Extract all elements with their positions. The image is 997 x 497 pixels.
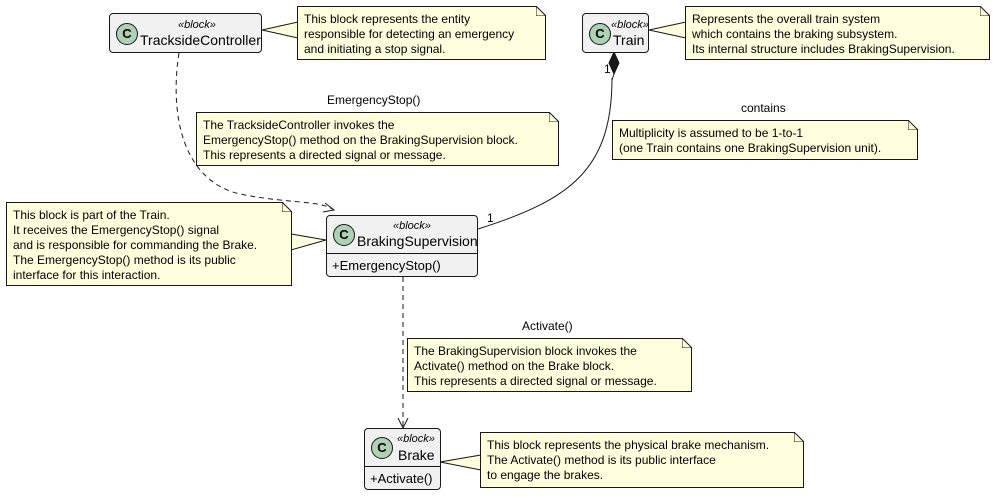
multiplicity-braking: 1 xyxy=(487,211,494,225)
edge-label-contains: contains xyxy=(741,101,786,115)
multiplicity-train: 1 xyxy=(604,62,611,76)
note-line: The BrakingSupervision block invokes the xyxy=(414,344,637,358)
note-line: This block represents the entity xyxy=(304,12,471,26)
note-fold xyxy=(282,202,292,212)
note-line: and is responsible for commanding the Br… xyxy=(13,238,258,252)
note-line: This represents a directed signal or mes… xyxy=(414,374,657,388)
note-line: Represents the overall train system xyxy=(692,12,881,26)
note-line: which contains the braking subsystem. xyxy=(692,27,898,41)
note-line: to engage the brakes. xyxy=(487,468,604,482)
note-emergencystop: The TracksideController invokes the Emer… xyxy=(196,112,559,166)
class-name: Brake xyxy=(398,447,435,463)
class-brake[interactable]: C «block» Brake +Activate() xyxy=(364,428,441,490)
note-line: The TracksideController invokes the xyxy=(203,118,395,132)
class-icon: C xyxy=(589,23,611,45)
note-trackside: This block represents the entity respons… xyxy=(297,6,546,60)
note-fold xyxy=(794,432,804,442)
class-icon: C xyxy=(371,437,393,459)
note-anchor-trackside xyxy=(261,21,299,39)
class-braking-supervision[interactable]: C «block» BrakingSupervision +EmergencyS… xyxy=(326,215,478,277)
note-train: Represents the overall train system whic… xyxy=(685,6,990,60)
note-line: Multiplicity is assumed to be 1-to-1 xyxy=(619,126,804,140)
class-divider xyxy=(327,253,477,254)
note-anchor-train xyxy=(648,21,687,39)
class-name: Train xyxy=(613,32,645,48)
class-stereotype: «block» xyxy=(611,19,649,31)
edge-composition xyxy=(477,77,613,230)
edge-label-emergencystop: EmergencyStop() xyxy=(327,93,421,107)
note-activate: The BrakingSupervision block invokes the… xyxy=(407,338,692,392)
class-member: +EmergencyStop() xyxy=(332,258,441,273)
note-line: Its internal structure includes BrakingS… xyxy=(692,42,955,56)
note-line: It receives the EmergencyStop() signal xyxy=(13,223,220,237)
note-line: The Activate() method is its public inte… xyxy=(487,453,716,467)
edge-emergencystop xyxy=(175,52,335,211)
class-divider xyxy=(365,466,440,467)
class-stereotype: «block» xyxy=(393,220,431,232)
note-line: interface for this interaction. xyxy=(13,268,161,282)
note-fold xyxy=(549,112,559,122)
class-trackside-controller[interactable]: C «block» TracksideController xyxy=(109,13,262,53)
note-line: (one Train contains one BrakingSupervisi… xyxy=(619,141,882,155)
note-line: This block is part of the Train. xyxy=(13,208,170,222)
class-icon: C xyxy=(116,23,138,45)
note-line: Activate() method on the Brake block. xyxy=(414,359,615,373)
class-stereotype: «block» xyxy=(397,433,435,445)
class-stereotype: «block» xyxy=(178,19,216,31)
class-name: TracksideController xyxy=(140,32,261,48)
class-icon: C xyxy=(333,224,355,246)
note-line: EmergencyStop() method on the BrakingSup… xyxy=(203,133,518,147)
note-fold xyxy=(536,6,546,16)
note-fold xyxy=(682,338,692,348)
class-member: +Activate() xyxy=(370,471,433,486)
note-line: This block represents the physical brake… xyxy=(487,438,770,452)
edge-label-activate: Activate() xyxy=(522,319,573,333)
note-line: and initiating a stop signal. xyxy=(304,42,446,56)
edge-composition-stem xyxy=(611,73,615,81)
note-line: responsible for detecting an emergency xyxy=(304,27,515,41)
class-train[interactable]: C «block» Train xyxy=(582,13,649,53)
note-anchor-braking xyxy=(290,233,327,251)
note-multiplicity: Multiplicity is assumed to be 1-to-1 (on… xyxy=(612,120,918,160)
note-anchor-brake xyxy=(439,454,482,471)
note-fold xyxy=(908,120,918,130)
note-fold xyxy=(980,6,990,16)
note-line: This represents a directed signal or mes… xyxy=(203,148,446,162)
note-braking-supervision: This block is part of the Train. It rece… xyxy=(6,202,292,286)
note-line: The EmergencyStop() method is its public xyxy=(13,253,236,267)
class-name: BrakingSupervision xyxy=(357,233,478,249)
edge-emergencystop-arrowhead xyxy=(322,202,336,213)
note-brake: This block represents the physical brake… xyxy=(480,432,804,488)
